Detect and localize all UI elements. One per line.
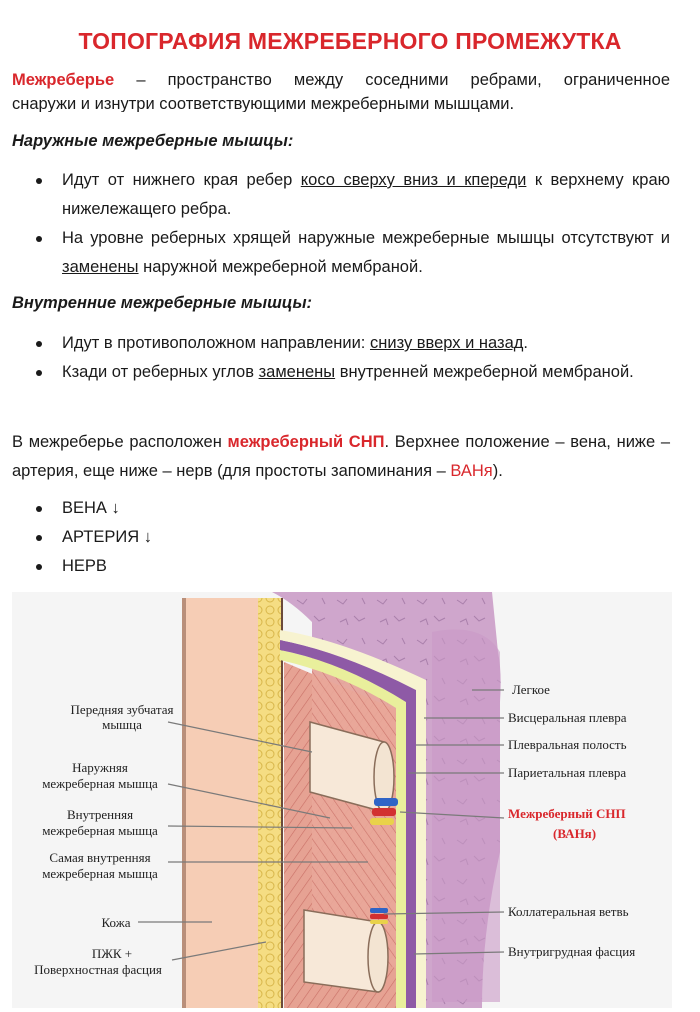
upper-rib — [309, 721, 395, 813]
order-list: ВЕНА ↓ АРТЕРИЯ ↓ НЕРВ — [12, 494, 670, 581]
label-fat: ПЖК + — [92, 946, 132, 961]
list-item: АРТЕРИЯ ↓ — [12, 523, 670, 552]
internal-list: Идут в противоположном направлении: сниз… — [12, 329, 670, 387]
intercostal-space-illustration: Передняя зубчатая мышца Наружняя межребе… — [12, 592, 672, 1008]
label-snp-mnemonic: (ВАНя) — [553, 826, 596, 841]
list-item: НЕРВ — [12, 552, 670, 581]
intro-term: Межреберье — [12, 71, 115, 89]
intro-definition: – пространство между соседними ребрами, … — [114, 71, 670, 89]
label-pleural-cavity: Плевральная полость — [508, 737, 627, 752]
label-lung: Легкое — [512, 682, 550, 697]
label-serratus: Передняя зубчатая — [71, 702, 174, 717]
label-endothoracic-fascia: Внутригрудная фасция — [508, 944, 635, 959]
label-internal-muscle: Внутренняя — [67, 807, 133, 822]
list-item: Идут в противоположном направлении: сниз… — [12, 329, 670, 358]
bullet-icon — [36, 178, 42, 184]
external-list: Идут от нижнего края ребер косо сверху в… — [12, 166, 670, 282]
intro-line-2: снаружи и изнутри соответствующими межре… — [12, 95, 515, 112]
label-skin: Кожа — [102, 915, 131, 930]
snp-paragraph: В межреберье расположен межреберный СНП.… — [12, 433, 671, 480]
bullet-icon — [36, 535, 42, 541]
lower-rib — [303, 909, 389, 993]
label-external-muscle: Наружняя — [72, 760, 128, 775]
fat-layer — [258, 598, 282, 1008]
label-innermost-muscle: Самая внутренняя — [49, 850, 150, 865]
list-item: ВЕНА ↓ — [12, 494, 670, 523]
label-fat-2: Поверхностная фасция — [34, 962, 162, 977]
external-heading: Наружные межреберные мышцы: — [12, 132, 294, 150]
bullet-icon — [36, 506, 42, 512]
label-visceral-pleura: Висцеральная плевра — [508, 710, 627, 725]
label-collateral-branch: Коллатеральная ветвь — [508, 904, 629, 919]
right-leaders — [383, 689, 505, 955]
internal-heading: Внутренние межреберные мышцы: — [12, 294, 313, 312]
neurovascular-bundle — [370, 798, 398, 924]
bullet-icon — [36, 564, 42, 570]
label-snp: Межреберный СНП — [508, 806, 626, 821]
list-item: Кзади от реберных углов заменены внутрен… — [12, 358, 670, 387]
label-external-muscle-2: межреберная мышца — [42, 776, 158, 791]
page-title: ТОПОГРАФИЯ МЕЖРЕБЕРНОГО ПРОМЕЖУТКА — [78, 28, 622, 54]
list-item: На уровне реберных хрящей наружные межре… — [12, 224, 670, 282]
bullet-icon — [36, 236, 42, 242]
intro-line-1: Межреберье – пространство между соседним… — [12, 66, 670, 94]
bullet-icon — [36, 341, 42, 347]
skin-layer — [182, 598, 258, 1008]
label-innermost-muscle-2: межреберная мышца — [42, 866, 158, 881]
label-serratus-2: мышца — [102, 717, 142, 732]
bullet-icon — [36, 370, 42, 376]
left-leaders — [138, 721, 368, 961]
label-parietal-pleura: Париетальная плевра — [508, 765, 626, 780]
list-item: Идут от нижнего края ребер косо сверху в… — [12, 166, 670, 224]
label-internal-muscle-2: межреберная мышца — [42, 823, 158, 838]
